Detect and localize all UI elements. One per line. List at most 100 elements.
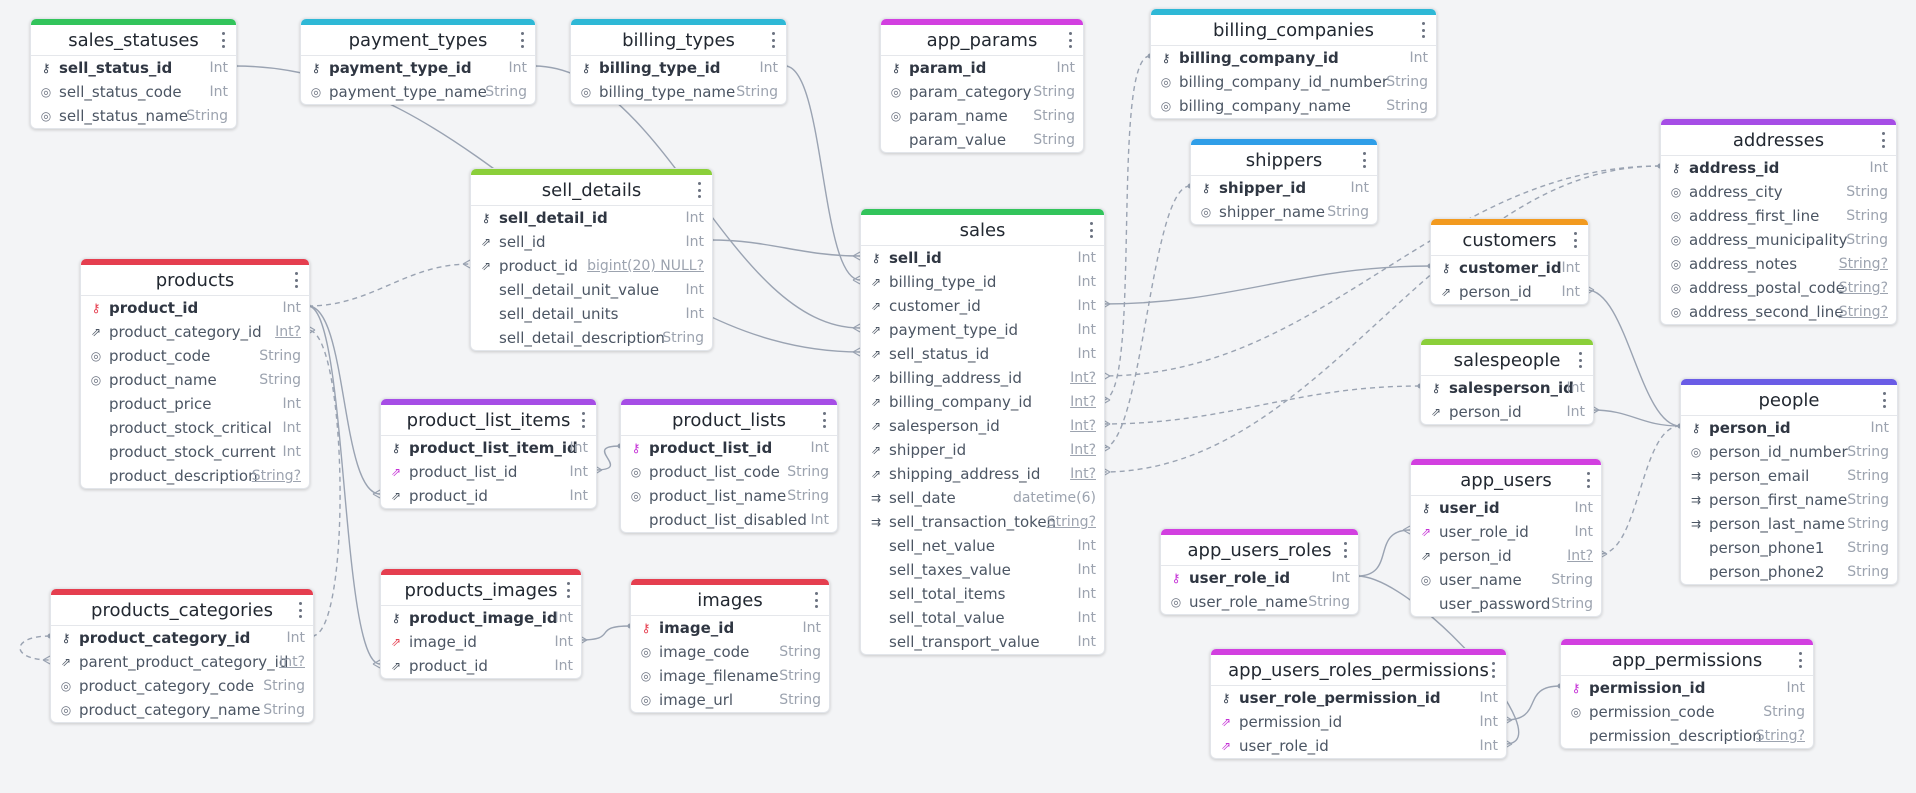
table-menu-icon[interactable] <box>1490 662 1496 678</box>
table-menu-icon[interactable] <box>1585 472 1591 488</box>
table-menu-icon[interactable] <box>580 412 586 428</box>
table-app-users-roles-permissions[interactable]: app_users_roles_permissions⚷user_role_pe… <box>1210 648 1507 759</box>
table-menu-icon[interactable] <box>1880 132 1886 148</box>
table-menu-icon[interactable] <box>565 582 571 598</box>
table-header[interactable]: images <box>631 585 829 616</box>
table-menu-icon[interactable] <box>696 182 702 198</box>
table-header[interactable]: billing_types <box>571 25 786 56</box>
table-menu-icon[interactable] <box>1797 652 1803 668</box>
table-header[interactable]: customers <box>1431 225 1588 256</box>
table-header[interactable]: app_users <box>1411 465 1601 496</box>
table-menu-icon[interactable] <box>1067 32 1073 48</box>
table-menu-icon[interactable] <box>297 602 303 618</box>
table-menu-icon[interactable] <box>1572 232 1578 248</box>
table-header[interactable]: products_categories <box>51 595 313 626</box>
table-menu-icon[interactable] <box>1361 152 1367 168</box>
table-menu-icon[interactable] <box>1088 222 1094 238</box>
table-header[interactable]: product_lists <box>621 405 837 436</box>
table-header[interactable]: sales_statuses <box>31 25 236 56</box>
table-header[interactable]: products <box>81 265 309 296</box>
table-menu-icon[interactable] <box>1342 542 1348 558</box>
table-menu-icon[interactable] <box>1577 352 1583 368</box>
table-header[interactable]: addresses <box>1661 125 1896 156</box>
table-menu-icon[interactable] <box>1881 392 1887 408</box>
table-menu-icon[interactable] <box>1420 22 1426 38</box>
table-header[interactable]: payment_types <box>301 25 535 56</box>
table-menu-icon[interactable] <box>519 32 525 48</box>
table-menu-icon[interactable] <box>821 412 827 428</box>
table-header[interactable]: app_users_roles_permissions <box>1211 655 1506 686</box>
table-header[interactable]: app_users_roles <box>1161 535 1358 566</box>
table-header[interactable]: sell_details <box>471 175 712 206</box>
table-header[interactable]: billing_companies <box>1151 15 1436 46</box>
